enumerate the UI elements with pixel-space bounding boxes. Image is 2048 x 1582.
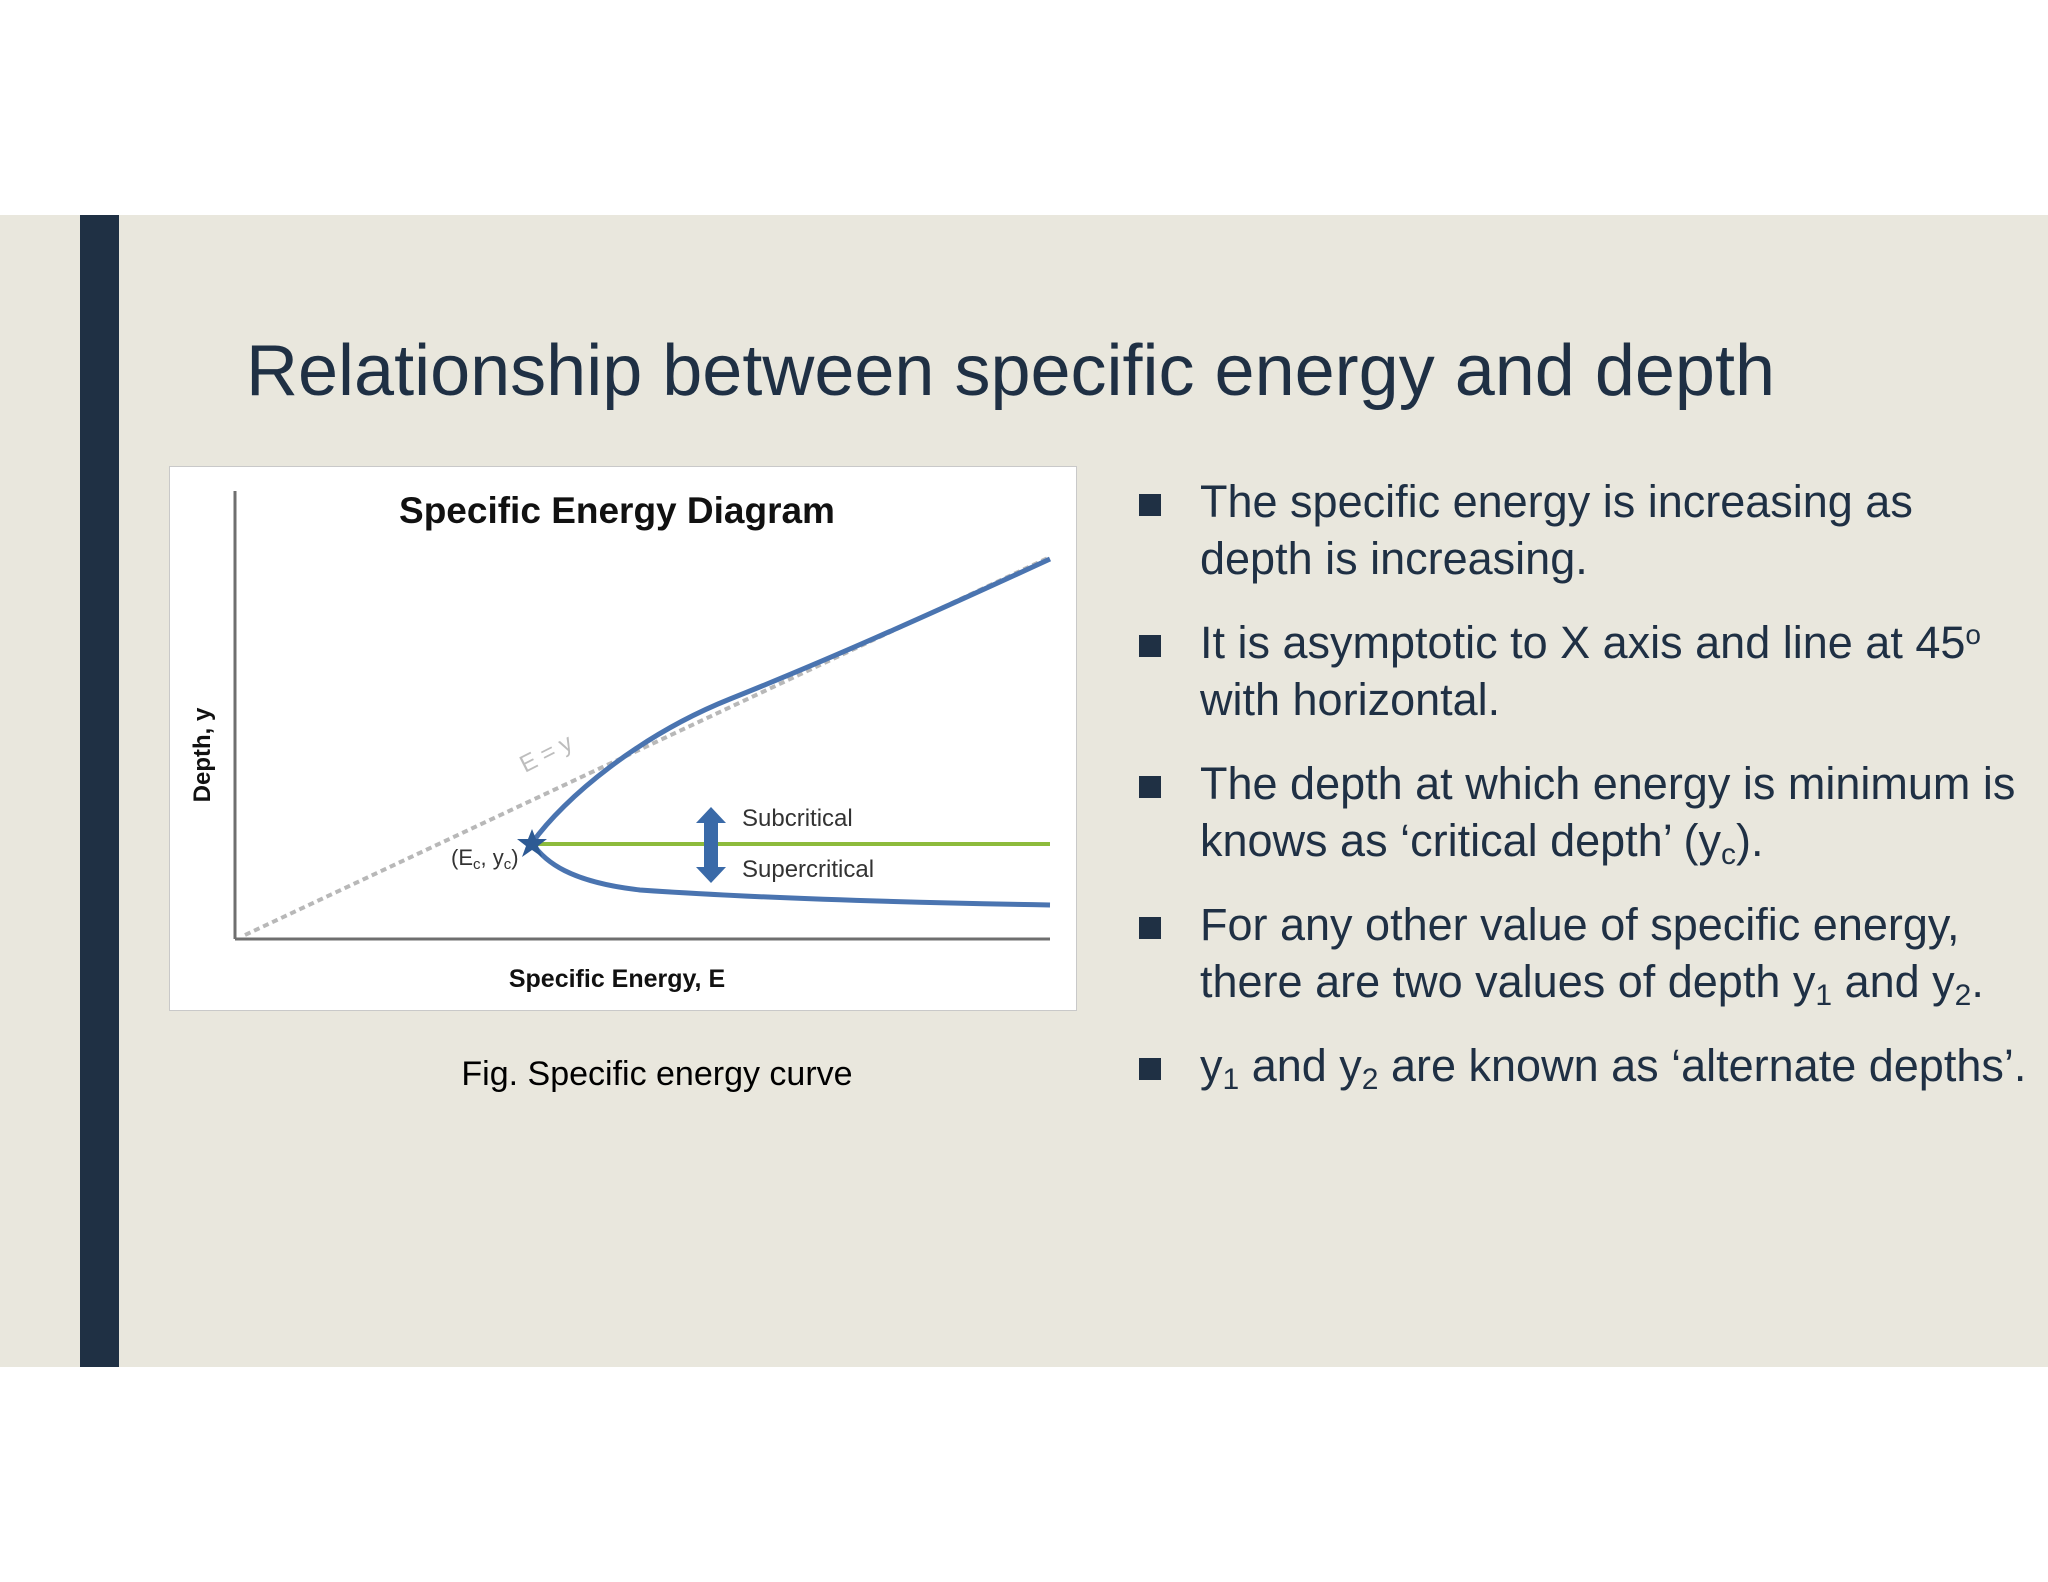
y-axis-label: Depth, y (189, 707, 216, 802)
square-bullet-icon (1139, 494, 1161, 516)
accent-bar (80, 215, 119, 1367)
bullet-item: The specific energy is increasing as dep… (1136, 473, 2036, 587)
x-axis-label: Specific Energy, E (509, 965, 725, 993)
asymptote-label: E = y (515, 729, 577, 778)
lower-curve-branch (529, 841, 1051, 908)
figure-caption: Fig. Specific energy curve (461, 1055, 853, 1093)
bullet-list: The specific energy is increasing as dep… (1136, 473, 2036, 1121)
slide: Relationship between specific energy and… (0, 215, 2048, 1367)
square-bullet-icon (1139, 1058, 1161, 1080)
upper-curve-branch (529, 556, 1052, 845)
square-bullet-icon (1139, 776, 1161, 798)
supercritical-label: Supercritical (742, 856, 874, 883)
double-arrow-icon (696, 807, 726, 883)
square-bullet-icon (1139, 635, 1161, 657)
subcritical-label: Subcritical (742, 805, 853, 832)
square-bullet-icon (1139, 917, 1161, 939)
bullet-item: y1 and y2 are known as ‘alternate depths… (1136, 1037, 2036, 1095)
critical-point-star (517, 829, 547, 857)
bullet-item: The depth at which energy is minimum is … (1136, 755, 2036, 870)
slide-title: Relationship between specific energy and… (246, 331, 1776, 411)
specific-energy-diagram: Specific Energy Diagram Specific Energy,… (169, 466, 1077, 1011)
critical-point-label: (Ec, yc) (451, 845, 519, 873)
figure-title: Specific Energy Diagram (399, 490, 835, 531)
bullet-item: It is asymptotic to X axis and line at 4… (1136, 614, 2036, 728)
bullet-item: For any other value of specific energy, … (1136, 896, 2036, 1011)
